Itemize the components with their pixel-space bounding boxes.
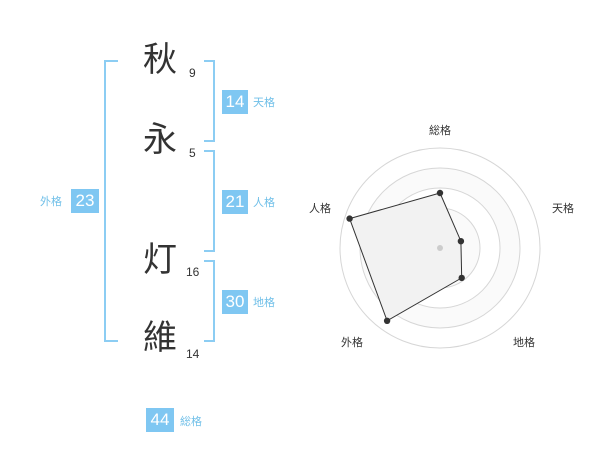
stroke-count-3: 16 — [186, 265, 200, 279]
tenkaku-label: 天格 — [253, 96, 275, 109]
stroke-count-4: 14 — [186, 347, 200, 361]
name-char-4: 維 — [143, 318, 177, 358]
tenkaku-bracket — [204, 60, 215, 142]
stroke-count-2: 5 — [189, 146, 196, 160]
name-char-1: 秋 — [143, 40, 177, 80]
radar-axis-label-chikaku: 地格 — [513, 335, 535, 349]
radar-point — [458, 274, 465, 282]
radar-area — [348, 192, 463, 322]
stroke-count-1: 9 — [189, 66, 196, 80]
radar-points — [346, 189, 465, 324]
tenkaku-score: 14 — [222, 90, 248, 114]
radar-point — [383, 317, 391, 324]
gaikaku-label: 外格 — [40, 195, 62, 208]
radar-axis-label-soukaku: 総格 — [429, 123, 451, 137]
chikaku-score: 30 — [222, 290, 248, 314]
jinkaku-score: 21 — [222, 190, 248, 214]
radar-point — [457, 238, 465, 245]
name-char-3: 灯 — [143, 240, 177, 280]
chikaku-label: 地格 — [253, 296, 275, 309]
radar-center-dot — [437, 245, 443, 251]
radar-axis-label-jinkaku: 人格 — [309, 201, 331, 215]
name-char-2: 永 — [143, 120, 177, 160]
soukaku-label: 総格 — [180, 415, 202, 428]
jinkaku-bracket — [204, 150, 215, 252]
jinkaku-label: 人格 — [253, 196, 275, 209]
soukaku-score: 44 — [146, 408, 174, 432]
gaikaku-bracket — [104, 60, 118, 342]
chikaku-bracket — [204, 260, 215, 342]
radar-axis-label-gaikaku: 外格 — [341, 335, 363, 349]
radar-chart: 総格 天格 地格 外格 人格 — [309, 123, 574, 349]
radar-point — [346, 215, 353, 222]
radar-axis-label-tenkaku: 天格 — [552, 201, 574, 215]
gaikaku-score: 23 — [71, 189, 99, 213]
radar-point — [436, 189, 444, 197]
